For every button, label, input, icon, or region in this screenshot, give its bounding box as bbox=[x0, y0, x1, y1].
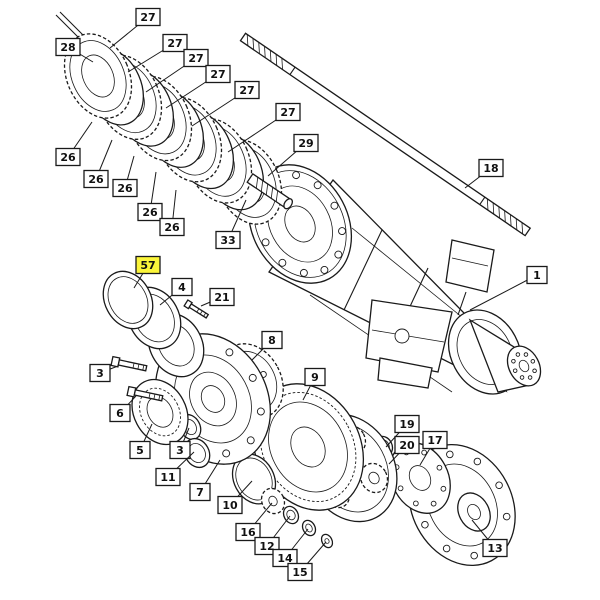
callout-box-9[interactable] bbox=[304, 367, 326, 387]
callout-box-27[interactable] bbox=[135, 7, 161, 27]
callout-label-26: 26 bbox=[117, 182, 133, 195]
callout-layer: 2827272727272726262626262933181574218936… bbox=[55, 7, 548, 582]
callout-label-18: 18 bbox=[483, 162, 498, 175]
axle-housing bbox=[247, 164, 542, 395]
callout-label-27: 27 bbox=[210, 68, 225, 81]
callout-label-26: 26 bbox=[164, 221, 180, 234]
output-hub-face bbox=[506, 345, 542, 387]
callout-label-28: 28 bbox=[60, 41, 75, 54]
callout-box-18[interactable] bbox=[478, 158, 504, 178]
callout-label-11: 11 bbox=[160, 471, 175, 484]
callout-label-20: 20 bbox=[399, 439, 415, 452]
wheel-stud bbox=[110, 355, 148, 372]
callout-label-4: 4 bbox=[178, 281, 186, 294]
brake-disc-pack bbox=[63, 33, 283, 225]
callout-box-26[interactable] bbox=[112, 178, 138, 198]
callout-box-26[interactable] bbox=[159, 217, 185, 237]
callout-label-27: 27 bbox=[140, 11, 155, 24]
callout-label-16: 16 bbox=[240, 526, 256, 539]
callout-box-27[interactable] bbox=[183, 48, 209, 68]
callout-label-29: 29 bbox=[298, 137, 313, 150]
callout-box-27[interactable] bbox=[205, 64, 231, 84]
callout-box-20[interactable] bbox=[394, 435, 420, 455]
callout-label-12: 12 bbox=[259, 540, 274, 553]
callout-label-14: 14 bbox=[277, 552, 293, 565]
callout-box-8[interactable] bbox=[261, 330, 283, 350]
callout-box-33[interactable] bbox=[215, 230, 241, 250]
planet-gear-single bbox=[260, 487, 286, 515]
callout-label-17: 17 bbox=[427, 434, 442, 447]
callout-box-26[interactable] bbox=[55, 147, 81, 167]
callout-label-27: 27 bbox=[239, 84, 254, 97]
callout-label-33: 33 bbox=[220, 234, 235, 247]
callout-box-16[interactable] bbox=[235, 522, 261, 542]
callout-box-13[interactable] bbox=[482, 538, 508, 558]
callout-box-17[interactable] bbox=[422, 430, 448, 450]
callout-box-1[interactable] bbox=[526, 265, 548, 285]
drive-shaft bbox=[239, 32, 532, 237]
callout-label-26: 26 bbox=[60, 151, 76, 164]
housing-upper-bracket bbox=[445, 239, 495, 316]
callout-box-3[interactable] bbox=[169, 440, 191, 460]
callout-box-26[interactable] bbox=[137, 202, 163, 222]
callout-box-27[interactable] bbox=[162, 33, 188, 53]
callout-label-6: 6 bbox=[116, 407, 124, 420]
callout-box-27[interactable] bbox=[275, 102, 301, 122]
callout-label-15: 15 bbox=[292, 566, 307, 579]
small-bolt bbox=[183, 299, 210, 319]
callout-box-5[interactable] bbox=[129, 440, 151, 460]
cover-cap bbox=[457, 492, 491, 532]
needle-sleeve bbox=[301, 519, 317, 537]
callout-box-26[interactable] bbox=[83, 169, 109, 189]
callout-label-27: 27 bbox=[188, 52, 203, 65]
callout-label-57: 57 bbox=[140, 259, 155, 272]
callout-box-6[interactable] bbox=[109, 403, 131, 423]
sun-shaft bbox=[246, 172, 294, 210]
callout-box-14[interactable] bbox=[272, 548, 298, 568]
callout-label-3: 3 bbox=[176, 444, 184, 457]
callout-label-10: 10 bbox=[222, 499, 238, 512]
callout-label-21: 21 bbox=[214, 291, 229, 304]
callout-box-29[interactable] bbox=[293, 133, 319, 153]
callout-box-27[interactable] bbox=[234, 80, 260, 100]
callout-label-13: 13 bbox=[487, 542, 502, 555]
callout-label-27: 27 bbox=[280, 106, 295, 119]
callout-box-3[interactable] bbox=[89, 363, 111, 383]
callout-label-26: 26 bbox=[88, 173, 104, 186]
leader-line bbox=[469, 274, 538, 311]
callout-box-10[interactable] bbox=[217, 495, 243, 515]
callout-label-3: 3 bbox=[96, 367, 104, 380]
callout-box-57[interactable] bbox=[135, 255, 161, 275]
callout-box-28[interactable] bbox=[55, 37, 81, 57]
planet-gear bbox=[359, 462, 389, 494]
callout-label-8: 8 bbox=[268, 334, 276, 347]
shim-ring bbox=[102, 270, 154, 330]
callout-box-15[interactable] bbox=[287, 562, 313, 582]
callout-label-26: 26 bbox=[142, 206, 158, 219]
callout-label-1: 1 bbox=[533, 269, 541, 282]
wheel-stud bbox=[126, 385, 164, 402]
callout-label-9: 9 bbox=[311, 371, 319, 384]
housing-lower-bracket bbox=[365, 299, 453, 389]
callout-label-27: 27 bbox=[167, 37, 182, 50]
hub-group bbox=[102, 270, 284, 469]
callout-label-7: 7 bbox=[196, 486, 204, 499]
callout-label-19: 19 bbox=[399, 418, 414, 431]
callout-box-7[interactable] bbox=[189, 482, 211, 502]
callout-box-19[interactable] bbox=[394, 414, 420, 434]
callout-box-21[interactable] bbox=[209, 287, 235, 307]
callout-box-4[interactable] bbox=[171, 277, 193, 297]
callout-box-11[interactable] bbox=[155, 467, 181, 487]
callout-label-5: 5 bbox=[136, 444, 144, 457]
